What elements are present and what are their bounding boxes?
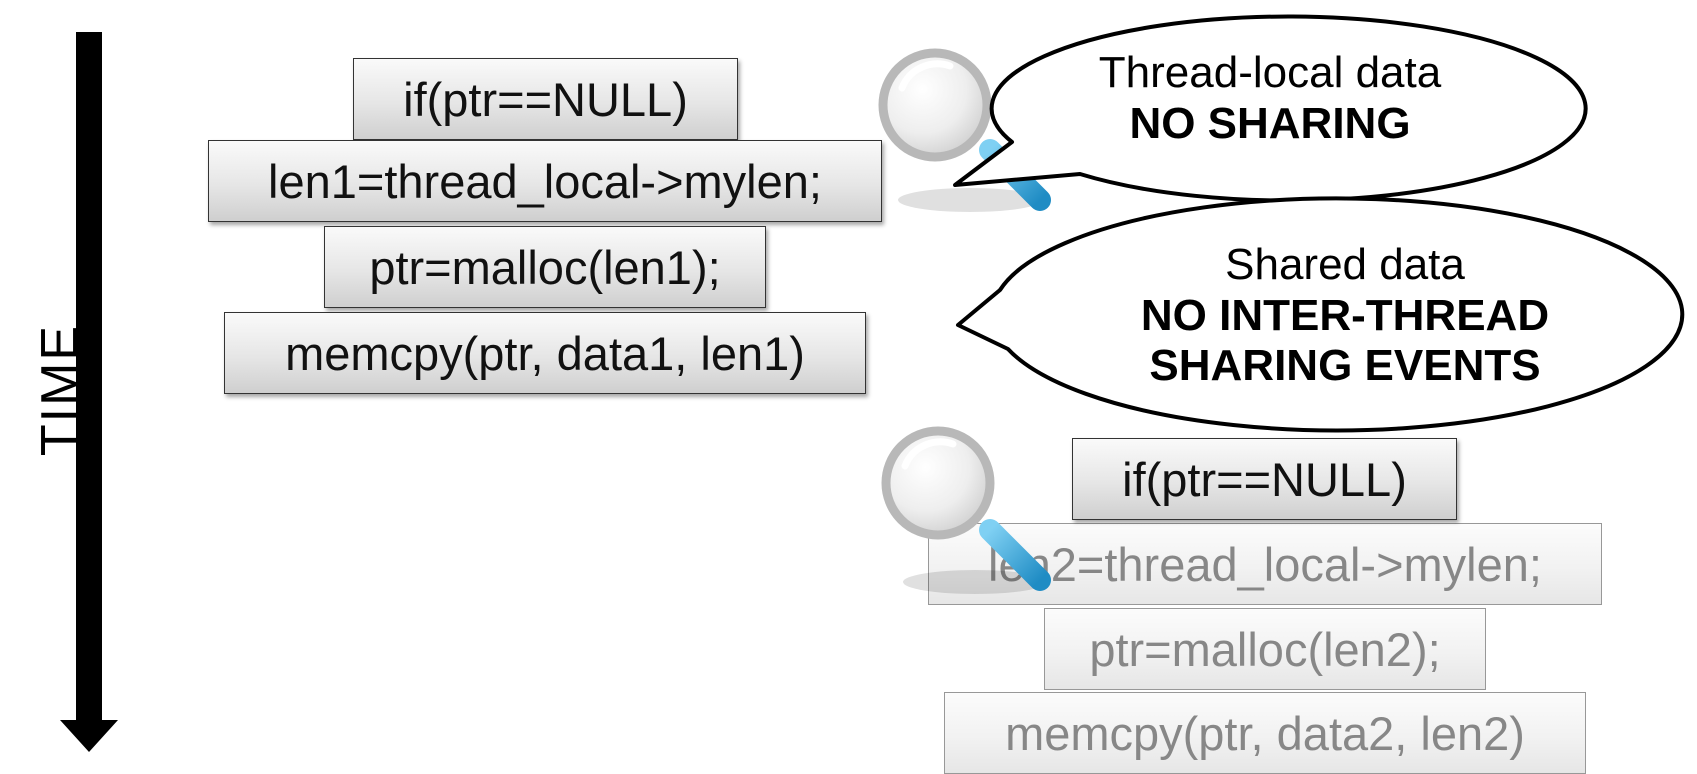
thread2-line-malloc: ptr=malloc(len2); (1044, 608, 1486, 690)
callout-shared-line1: Shared data (1225, 240, 1465, 289)
callout-thread-local-line1: Thread-local data (1098, 48, 1442, 97)
thread2-line-len: len2=thread_local->mylen; (928, 523, 1602, 605)
callout-shared-line3: SHARING EVENTS (1149, 341, 1541, 391)
magnifier-icon (881, 426, 1051, 594)
callout-thread-local-line2: NO SHARING (1129, 98, 1411, 148)
thread2-line-if: if(ptr==NULL) (1072, 438, 1457, 520)
thread1-line-if: if(ptr==NULL) (353, 58, 738, 140)
callout-shared: Shared data NO INTER-THREAD SHARING EVEN… (1100, 240, 1590, 392)
callout-shared-line2: NO INTER-THREAD (1140, 290, 1550, 340)
callout-thread-local: Thread-local data NO SHARING (1090, 48, 1450, 149)
thread1-line-len: len1=thread_local->mylen; (208, 140, 882, 222)
thread1-line-malloc: ptr=malloc(len1); (324, 226, 766, 308)
thread1-line-memcpy: memcpy(ptr, data1, len1) (224, 312, 866, 394)
speech-bubble-shared (956, 196, 1685, 433)
thread2-line-memcpy: memcpy(ptr, data2, len2) (944, 692, 1586, 774)
